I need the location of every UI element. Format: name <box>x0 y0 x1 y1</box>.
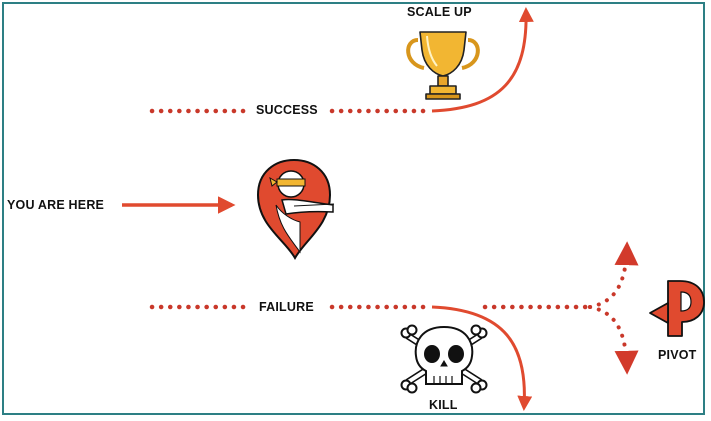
failure-label: FAILURE <box>257 300 316 314</box>
kill-arrow <box>431 305 533 411</box>
diagram-frame <box>2 2 705 415</box>
pivot-arrow-p-icon <box>649 280 705 337</box>
skull-crossbones-icon <box>400 324 488 394</box>
you-are-here-label: YOU ARE HERE <box>7 198 105 212</box>
kill-label: KILL <box>429 398 458 412</box>
scale-up-label: SCALE UP <box>407 5 472 19</box>
pivot-branch-down <box>588 305 639 375</box>
scale-up-arrow <box>431 7 534 113</box>
pivot-branch-up <box>588 241 639 309</box>
blindfolded-founder-location-pin-icon <box>256 158 335 261</box>
success-label: SUCCESS <box>254 103 320 117</box>
trophy-icon <box>406 31 480 100</box>
pivot-label: PIVOT <box>658 348 697 362</box>
